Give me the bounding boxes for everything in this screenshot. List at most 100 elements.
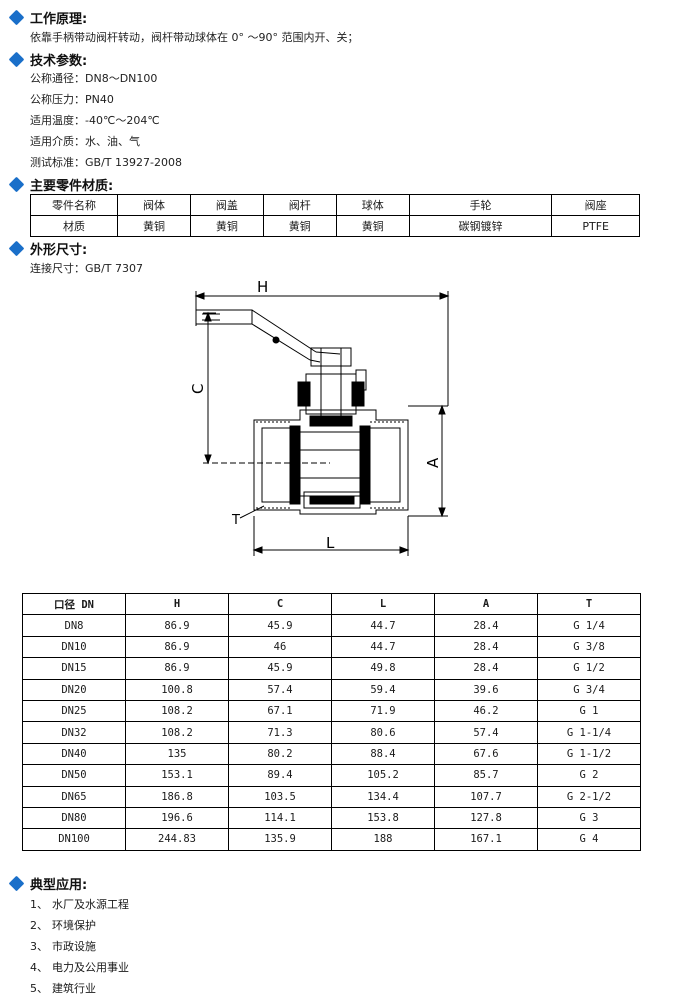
table-header-row: 口径 DN H C L A T <box>22 592 641 616</box>
param-line: 公称压力：PN40 <box>30 93 114 106</box>
list-item: 1、水厂及水源工程 <box>30 898 129 911</box>
table-cell: 39.6 <box>434 678 538 701</box>
diamond-bullet-icon <box>8 176 25 192</box>
dim-label-t: T <box>231 513 240 528</box>
table-cell: PTFE <box>551 215 640 237</box>
table-cell: 45.9 <box>228 657 332 680</box>
list-item: 2、环境保护 <box>30 919 96 932</box>
table-cell: 28.4 <box>434 635 538 659</box>
table-cell: 196.6 <box>125 806 229 830</box>
table-cell: G 1-1/4 <box>537 721 641 744</box>
materials-table: 零件名称 阀体 阀盖 阀杆 球体 手轮 阀座 材质 黄铜 黄铜 黄铜 黄铜 碳钢… <box>30 194 640 237</box>
table-cell: G 2-1/2 <box>537 785 641 808</box>
table-cell: 阀盖 <box>189 194 264 216</box>
params-title: 技术参数: <box>30 53 88 69</box>
param-line: 测试标准：GB/T 13927-2008 <box>30 156 182 169</box>
table-cell: 零件名称 <box>30 194 118 216</box>
table-cell: 28.4 <box>434 614 538 637</box>
table-cell: 107.7 <box>434 785 538 808</box>
table-cell: DN80 <box>22 806 126 830</box>
connection-standard: 连接尺寸：GB/T 7307 <box>30 262 143 275</box>
table-cell: 153.1 <box>125 764 229 787</box>
table-cell: 186.8 <box>125 785 229 808</box>
table-cell: 黄铜 <box>117 215 191 237</box>
table-cell: 89.4 <box>228 764 332 787</box>
table-cell: 44.7 <box>331 635 435 659</box>
table-cell: 67.6 <box>434 742 538 766</box>
table-cell: 86.9 <box>125 614 229 637</box>
table-cell: 86.9 <box>125 635 229 659</box>
table-row: 零件名称 阀体 阀盖 阀杆 球体 手轮 阀座 <box>30 194 640 216</box>
table-cell: DN32 <box>22 721 126 744</box>
column-header: C <box>228 592 332 616</box>
table-cell: 球体 <box>335 194 410 216</box>
table-cell: 黄铜 <box>335 215 410 237</box>
diamond-bullet-icon <box>8 51 25 67</box>
table-cell: G 1/4 <box>537 614 641 637</box>
table-cell: 黄铜 <box>189 215 264 237</box>
table-cell: DN50 <box>22 764 126 787</box>
table-cell: DN100 <box>22 828 126 851</box>
params-heading: 技术参数: <box>8 50 88 69</box>
table-cell: G 1 <box>537 699 641 723</box>
table-cell: 阀座 <box>551 194 640 216</box>
diamond-bullet-icon <box>8 875 25 891</box>
dim-label-a: A <box>424 457 442 468</box>
table-cell: G 3/4 <box>537 678 641 701</box>
principle-text: 依靠手柄带动阀杆转动，阀杆带动球体在 0° ～90° 范围内开、关； <box>30 31 359 44</box>
table-cell: 103.5 <box>228 785 332 808</box>
table-cell: 100.8 <box>125 678 229 701</box>
table-cell: G 1/2 <box>537 657 641 680</box>
table-cell: 85.7 <box>434 764 538 787</box>
table-cell: 手轮 <box>408 194 553 216</box>
table-cell: 80.2 <box>228 742 332 766</box>
diamond-bullet-icon <box>8 240 25 256</box>
materials-heading: 主要零件材质: <box>8 175 114 194</box>
table-cell: 碳钢镀锌 <box>408 215 553 237</box>
applications-title: 典型应用: <box>30 877 88 893</box>
table-cell: G 4 <box>537 828 641 851</box>
table-cell: DN65 <box>22 785 126 808</box>
table-cell: 44.7 <box>331 614 435 637</box>
valve-drawing: H C A L T <box>189 278 450 556</box>
table-cell: 57.4 <box>434 721 538 744</box>
principle-heading: 工作原理: <box>8 8 87 27</box>
column-header: 口径 DN <box>22 592 126 616</box>
dimensions-title: 外形尺寸: <box>30 242 88 258</box>
table-cell: 阀杆 <box>262 194 337 216</box>
table-cell: 阀体 <box>117 194 191 216</box>
table-cell: 114.1 <box>228 806 332 830</box>
table-cell: G 3/8 <box>537 635 641 659</box>
table-cell: 71.3 <box>228 721 332 744</box>
table-cell: DN20 <box>22 678 126 701</box>
table-cell: DN15 <box>22 657 126 680</box>
table-row: 材质 黄铜 黄铜 黄铜 黄铜 碳钢镀锌 PTFE <box>30 215 640 237</box>
applications-heading: 典型应用: <box>8 874 88 893</box>
table-cell: 88.4 <box>331 742 435 766</box>
materials-title: 主要零件材质: <box>30 178 114 194</box>
list-item: 3、市政设施 <box>30 940 96 953</box>
table-cell: 材质 <box>30 215 118 237</box>
dim-label-l: L <box>326 534 335 552</box>
table-cell: 80.6 <box>331 721 435 744</box>
table-cell: 134.4 <box>331 785 435 808</box>
list-item: 4、电力及公用事业 <box>30 961 129 974</box>
table-cell: 黄铜 <box>262 215 337 237</box>
param-line: 适用介质：水、油、气 <box>30 135 140 148</box>
table-cell: DN40 <box>22 742 126 766</box>
table-cell: 135 <box>125 742 229 766</box>
table-cell: DN25 <box>22 699 126 723</box>
table-cell: 153.8 <box>331 806 435 830</box>
table-cell: 45.9 <box>228 614 332 637</box>
dim-label-h: H <box>257 278 268 296</box>
